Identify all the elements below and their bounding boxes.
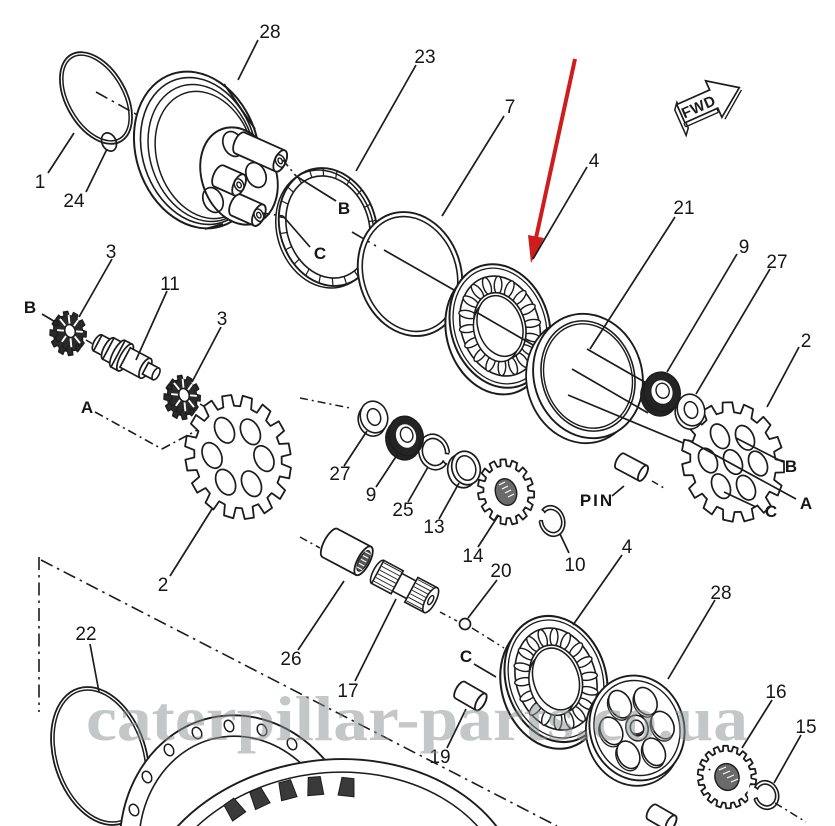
svg-text:B: B	[24, 298, 36, 317]
svg-text:27: 27	[766, 252, 787, 273]
svg-text:20: 20	[490, 561, 511, 582]
svg-text:B: B	[785, 457, 797, 476]
svg-text:14: 14	[462, 546, 484, 567]
svg-text:A: A	[81, 398, 93, 417]
svg-text:1: 1	[35, 172, 46, 193]
svg-text:C: C	[765, 502, 777, 521]
svg-text:24: 24	[63, 191, 85, 212]
svg-text:caterpillar-parts.co.ua: caterpillar-parts.co.ua	[86, 683, 748, 754]
svg-text:22: 22	[75, 624, 96, 645]
svg-text:3: 3	[217, 309, 228, 330]
svg-text:PIN: PIN	[580, 491, 614, 510]
svg-text:A: A	[800, 494, 812, 513]
svg-text:10: 10	[564, 555, 585, 576]
svg-text:21: 21	[673, 198, 694, 219]
svg-text:C: C	[314, 244, 326, 263]
svg-text:16: 16	[765, 682, 786, 703]
svg-text:9: 9	[366, 485, 377, 506]
svg-text:C: C	[460, 647, 472, 666]
svg-text:23: 23	[414, 47, 435, 68]
svg-text:15: 15	[795, 717, 816, 738]
svg-text:2: 2	[801, 331, 812, 352]
svg-text:B: B	[338, 199, 350, 218]
svg-text:19: 19	[429, 747, 450, 768]
svg-text:4: 4	[622, 537, 633, 558]
svg-text:25: 25	[392, 500, 413, 521]
svg-text:11: 11	[160, 274, 180, 295]
svg-text:28: 28	[710, 583, 731, 604]
svg-text:13: 13	[423, 517, 444, 538]
svg-text:7: 7	[505, 97, 516, 118]
svg-text:28: 28	[259, 22, 280, 43]
svg-text:9: 9	[739, 237, 750, 258]
svg-text:4: 4	[589, 151, 600, 172]
svg-text:2: 2	[158, 575, 169, 596]
svg-text:26: 26	[280, 649, 301, 670]
svg-text:27: 27	[329, 464, 350, 485]
svg-text:3: 3	[106, 242, 117, 263]
svg-text:17: 17	[337, 681, 358, 702]
